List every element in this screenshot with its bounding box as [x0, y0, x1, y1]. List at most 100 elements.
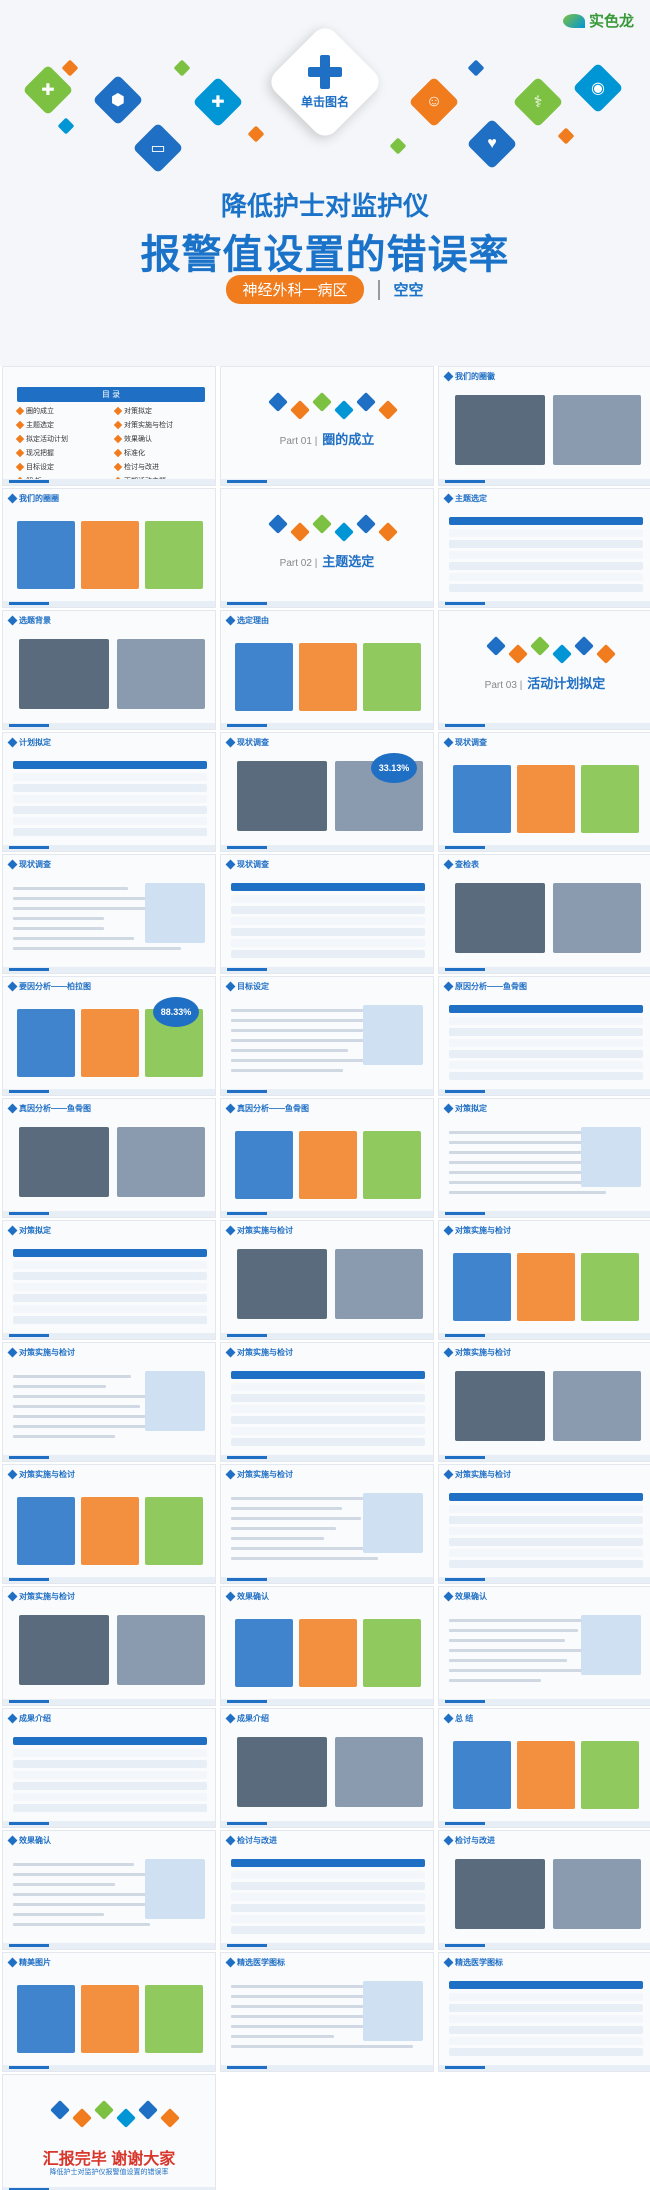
table-row	[231, 895, 425, 903]
small-diamond	[467, 59, 485, 77]
slide-thumbnail[interactable]: 我们的圈圈	[2, 488, 216, 608]
table-row	[231, 1427, 425, 1435]
slide-thumbnail[interactable]: 对策实施与检讨	[2, 1586, 216, 1706]
slide-footer-bar	[221, 1577, 433, 1583]
slide-thumbnail[interactable]: 对策拟定	[438, 1098, 650, 1218]
slide-thumbnail[interactable]: 原因分析——鱼骨图	[438, 976, 650, 1096]
slide-thumbnail[interactable]: 查检表	[438, 854, 650, 974]
slide-thumbnail[interactable]: 现状调查	[438, 732, 650, 852]
photo-block	[19, 1127, 109, 1197]
slide-thumbnail[interactable]: 对策实施与检讨	[438, 1220, 650, 1340]
slide-thumbnail[interactable]: 对策实施与检讨	[220, 1220, 434, 1340]
slide-thumbnail[interactable]: 精选医学图标	[438, 1952, 650, 2072]
slide-thumbnail[interactable]: 主题选定	[438, 488, 650, 608]
slide-thumbnail[interactable]: 总 结	[438, 1708, 650, 1828]
header-diamond-icon	[7, 1225, 18, 1236]
photo-block	[455, 883, 545, 953]
table-row	[231, 928, 425, 936]
slide-body-placeholder	[13, 1117, 205, 1207]
slide-body-placeholder	[231, 995, 423, 1085]
slide-body-placeholder	[449, 1361, 641, 1451]
diamond-tile	[552, 644, 572, 664]
table-row	[449, 1993, 643, 2001]
photo-block	[117, 1127, 205, 1197]
slide-thumbnail[interactable]: 精选医学图标	[220, 1952, 434, 2072]
slide-thumbnail[interactable]: 现状调查	[2, 854, 216, 974]
slide-thumbnail[interactable]: 成果介绍	[2, 1708, 216, 1828]
slide-thumbnail[interactable]: 效果确认	[2, 1830, 216, 1950]
slide-thumbnail[interactable]: 目标设定	[220, 976, 434, 1096]
slide-header-text: 对策实施与检讨	[19, 1592, 75, 1601]
slide-thumbnail[interactable]: 选定理由	[220, 610, 434, 730]
table-row	[231, 1893, 425, 1901]
diamond-tile	[508, 644, 528, 664]
slide-thumbnail[interactable]: 效果确认	[220, 1586, 434, 1706]
slide-thumbnail[interactable]: 对策实施与检讨	[220, 1342, 434, 1462]
slide-thumbnail[interactable]: 目 录圈的成立对策拟定主题选定对策实施与检讨拟定活动计划效果确认现况把握标准化目…	[2, 366, 216, 486]
slide-thumbnail[interactable]: 检讨与改进	[438, 1830, 650, 1950]
table-row	[13, 795, 207, 803]
slide-header-text: 我们的圈徽	[455, 372, 495, 381]
slide-header-text: 对策实施与检讨	[237, 1226, 293, 1235]
slide-thumbnail[interactable]: 检讨与改进	[220, 1830, 434, 1950]
slide-thumbnail[interactable]: Part 02 |主题选定	[220, 488, 434, 608]
slide-footer-bar	[439, 1455, 650, 1461]
slide-thumbnail[interactable]: 对策拟定	[2, 1220, 216, 1340]
slide-thumbnail[interactable]: 对策实施与检讨	[220, 1464, 434, 1584]
image-block	[145, 1859, 205, 1919]
header-diamond-icon	[443, 737, 454, 748]
slide-thumbnail[interactable]: 成果介绍	[220, 1708, 434, 1828]
slide-thumbnail[interactable]: 对策实施与检讨	[2, 1342, 216, 1462]
table-row	[231, 1904, 425, 1912]
text-line	[13, 1395, 158, 1398]
table-row	[449, 1061, 643, 1069]
slide-header: 对策实施与检讨	[7, 1347, 75, 1358]
slide-header: 成果介绍	[225, 1713, 269, 1724]
slide-thumbnail[interactable]: 现状调查	[220, 854, 434, 974]
slide-footer-bar	[221, 1211, 433, 1217]
slide-thumbnail[interactable]: 对策实施与检讨	[2, 1464, 216, 1584]
slide-header: 精美图片	[7, 1957, 51, 1968]
header-diamond-icon	[225, 1957, 236, 1968]
photo-block	[117, 1615, 205, 1685]
diamond-tile	[334, 522, 354, 542]
slide-footer-bar	[439, 1577, 650, 1583]
slide-footer-bar	[3, 2187, 215, 2190]
slide-footer-bar	[439, 967, 650, 973]
text-line	[13, 897, 151, 900]
slide-thumbnail[interactable]: 选题背景	[2, 610, 216, 730]
slide-thumbnail[interactable]: Part 03 |活动计划拟定	[438, 610, 650, 730]
card-block	[145, 1985, 203, 2053]
slide-thumbnail[interactable]: 真因分析——鱼骨图	[2, 1098, 216, 1218]
photo-block	[455, 1371, 545, 1441]
slide-thumbnail[interactable]: 效果确认	[438, 1586, 650, 1706]
slide-thumbnail[interactable]: 精美图片	[2, 1952, 216, 2072]
slide-header: 选题背景	[7, 615, 51, 626]
text-line	[13, 917, 105, 920]
slide-thumbnail[interactable]: 汇报完毕 谢谢大家降低护士对监护仪报警值设置的错误率	[2, 2074, 216, 2190]
slide-thumbnail[interactable]: 我们的圈徽	[438, 366, 650, 486]
diamond-tile	[290, 522, 310, 542]
card-block	[299, 1619, 357, 1687]
slide-thumbnail[interactable]: Part 01 |圈的成立	[220, 366, 434, 486]
diamond-tile	[356, 392, 376, 412]
slide-thumbnail[interactable]: 对策实施与检讨	[438, 1464, 650, 1584]
table-row	[231, 1394, 425, 1402]
slide-header-text: 精美图片	[19, 1958, 51, 1967]
header-diamond-icon	[7, 1835, 18, 1846]
slide-header-text: 对策实施与检讨	[455, 1348, 511, 1357]
table-row	[449, 2026, 643, 2034]
bullet-diamond-icon	[113, 406, 123, 416]
slide-thumbnail[interactable]: 对策实施与检讨	[438, 1342, 650, 1462]
slide-thumbnail[interactable]: 真因分析——鱼骨图	[220, 1098, 434, 1218]
toc-item-label: 圈的成立	[26, 408, 54, 415]
table-row	[13, 1760, 207, 1768]
slide-thumbnail-grid: 目 录圈的成立对策拟定主题选定对策实施与检讨拟定活动计划效果确认现况把握标准化目…	[0, 366, 650, 2190]
slide-thumbnail[interactable]: 计划拟定	[2, 732, 216, 852]
bullet-diamond-icon	[15, 434, 25, 444]
header-diamond-icon	[7, 981, 18, 992]
table-row	[13, 817, 207, 825]
slide-header-text: 现状调查	[237, 860, 269, 869]
